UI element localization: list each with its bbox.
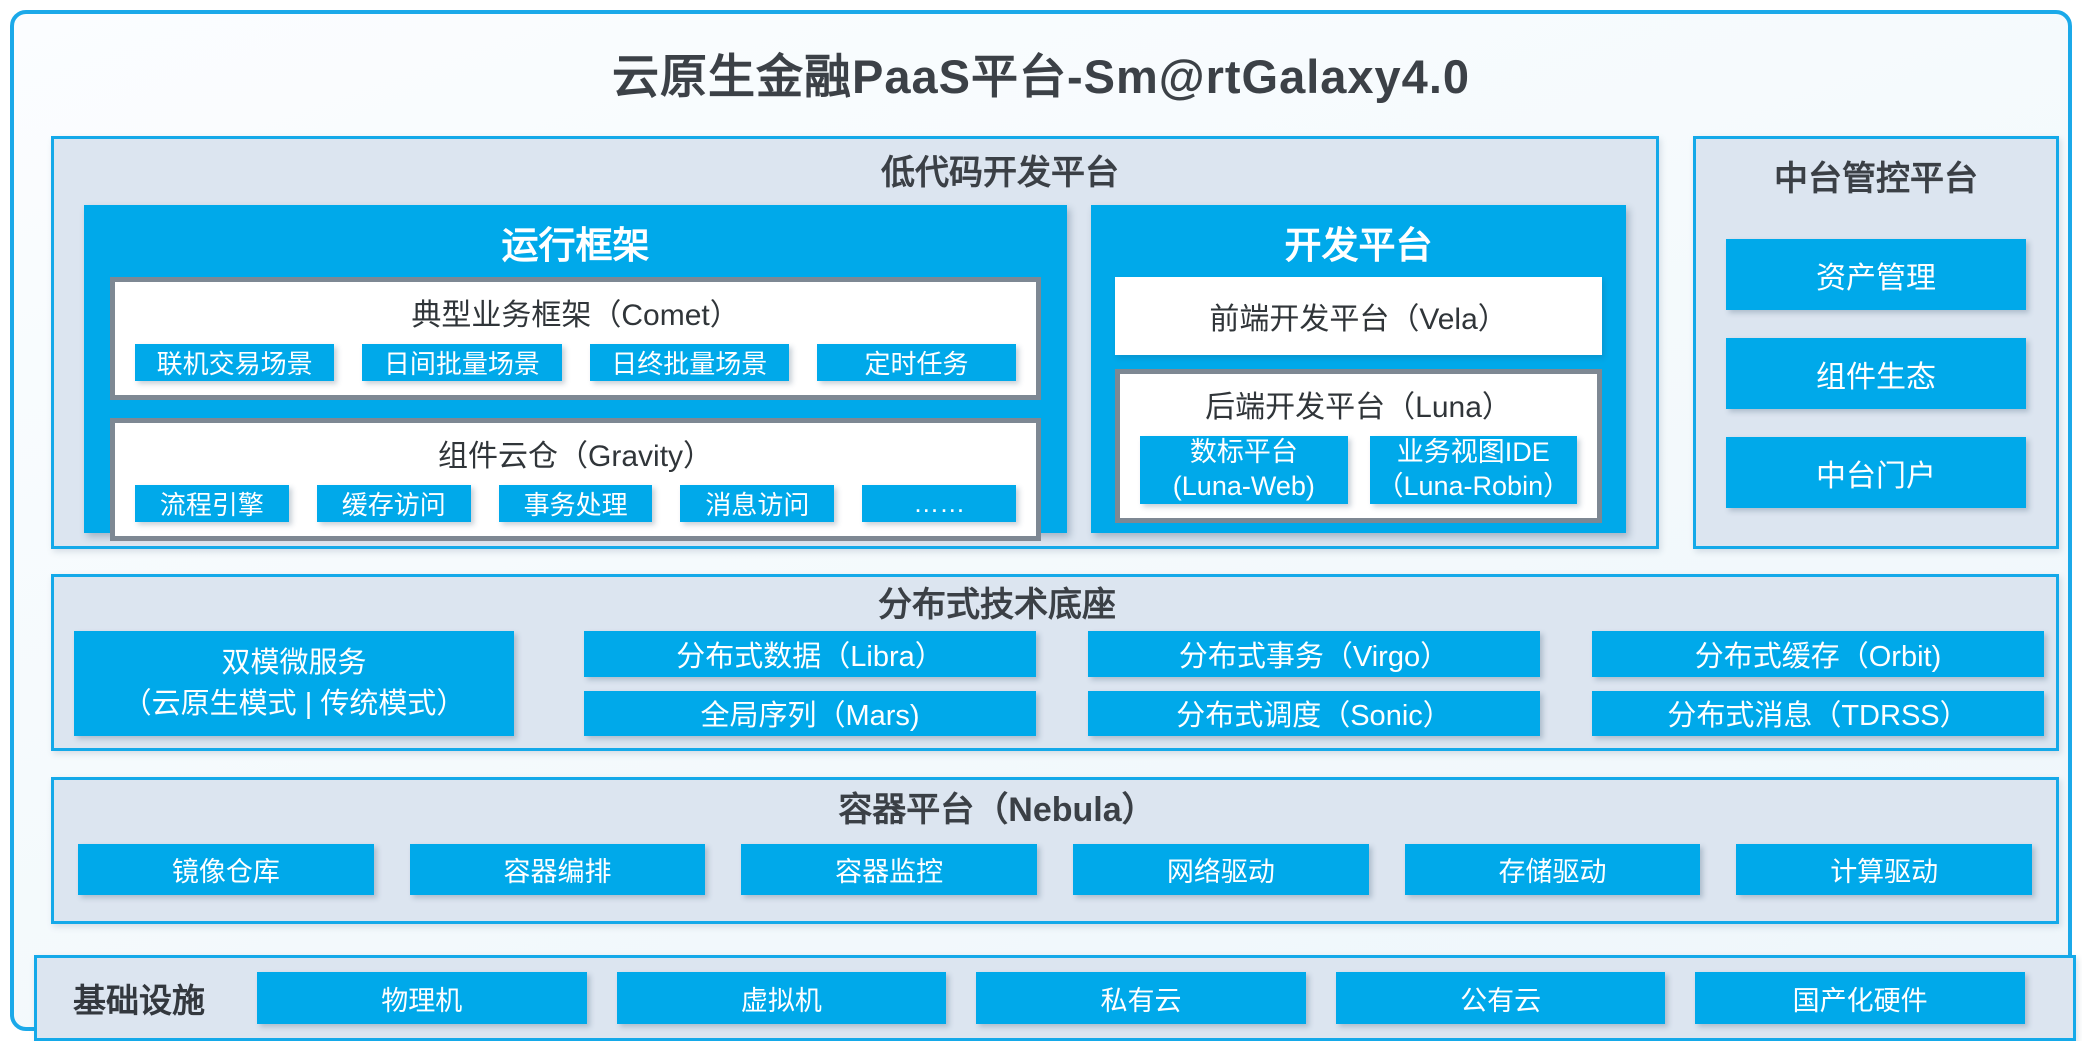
block-public-cloud: 公有云 [1335,972,1666,1024]
lowcode-platform-panel: 低代码开发平台 运行框架 典型业务框架（Comet） 联机交易场景 日间批量场景… [51,136,1659,549]
luna-web-line2: (Luna-Web) [1172,470,1315,501]
block-luna-robin: 业务视图IDE （Luna-Robin） [1369,436,1578,504]
distributed-base-title: 分布式技术底座 [878,586,1116,624]
distributed-column-2: 分布式事务（Virgo） 分布式调度（Sonic） [1088,631,1540,736]
dual-mode-line1: 双模微服务 [221,646,367,679]
block-storage-driver: 存储驱动 [1404,844,1701,895]
comet-items-row: 联机交易场景 日间批量场景 日终批量场景 定时任务 [135,344,1017,381]
outer-frame: 云原生金融PaaS平台-Sm@rtGalaxy4.0 低代码开发平台 运行框架 … [10,10,2076,1041]
block-domestic-hardware: 国产化硬件 [1695,972,2025,1024]
runtime-framework-box: 运行框架 典型业务框架（Comet） 联机交易场景 日间批量场景 日终批量场景 … [84,205,1068,541]
block-distributed-transaction-virgo: 分布式事务（Virgo） [1088,631,1540,677]
lowcode-body: 运行框架 典型业务框架（Comet） 联机交易场景 日间批量场景 日终批量场景 … [84,205,1626,541]
luna-backend-title: 后端开发平台（Luna） [1205,391,1512,424]
gravity-repo-title: 组件云仓（Gravity） [438,440,714,473]
vela-frontend-box: 前端开发平台（Vela） [1115,277,1602,355]
block-global-sequence-mars: 全局序列（Mars) [584,690,1036,736]
luna-robin-line2: （Luna-Robin） [1376,470,1571,501]
block-transaction-processing: 事务处理 [498,485,653,522]
dev-platform-title: 开发平台 [1284,225,1433,266]
block-network-driver: 网络驱动 [1073,844,1369,895]
gravity-repo-box: 组件云仓（Gravity） 流程引擎 缓存访问 事务处理 消息访问 …… [110,418,1042,541]
block-midplatform-portal: 中台门户 [1726,437,2026,508]
luna-backend-box: 后端开发平台（Luna） 数标平台 (Luna-Web) 业务视图IDE （Lu… [1115,369,1602,523]
block-eod-batch: 日终批量场景 [589,344,789,381]
comet-framework-box: 典型业务框架（Comet） 联机交易场景 日间批量场景 日终批量场景 定时任务 [110,277,1042,400]
midplatform-panel: 中台管控平台 资产管理 组件生态 中台门户 [1693,136,2059,549]
gravity-items-row: 流程引擎 缓存访问 事务处理 消息访问 …… [135,485,1017,522]
block-component-ecosystem: 组件生态 [1726,338,2026,409]
block-cache-access: 缓存访问 [316,485,471,522]
block-message-access: 消息访问 [680,485,835,522]
block-luna-web: 数标平台 (Luna-Web) [1140,436,1348,504]
luna-items-row: 数标平台 (Luna-Web) 业务视图IDE （Luna-Robin） [1140,436,1578,504]
midplatform-items: 资产管理 组件生态 中台门户 [1726,239,2026,508]
distributed-base-panel: 分布式技术底座 双模微服务 （云原生模式 | 传统模式） 分布式数据（Libra… [51,574,2059,751]
infrastructure-items: 物理机 虚拟机 私有云 公有云 国产化硬件 [257,972,2025,1024]
block-distributed-data-libra: 分布式数据（Libra） [584,631,1036,677]
block-physical-machine: 物理机 [257,972,587,1024]
lowcode-platform-title: 低代码开发平台 [881,154,1119,192]
block-scheduled-task: 定时任务 [816,344,1017,381]
page-title: 云原生金融PaaS平台-Sm@rtGalaxy4.0 [611,50,1471,103]
block-container-monitoring: 容器监控 [741,844,1038,895]
container-platform-title: 容器平台（Nebula） [838,791,1156,829]
dev-platform-box: 开发平台 前端开发平台（Vela） 后端开发平台（Luna） 数标平台 (Lun… [1091,205,1626,533]
luna-robin-line1: 业务视图IDE [1396,437,1550,467]
block-online-transaction: 联机交易场景 [135,344,335,381]
block-container-orchestration: 容器编排 [409,844,706,895]
block-process-engine: 流程引擎 [135,485,289,522]
block-virtual-machine: 虚拟机 [616,972,947,1024]
block-distributed-message-tdrss: 分布式消息（TDRSS） [1592,690,2044,736]
distributed-column-1: 分布式数据（Libra） 全局序列（Mars) [584,631,1036,736]
block-compute-driver: 计算驱动 [1736,844,2033,895]
block-intraday-batch: 日间批量场景 [362,344,562,381]
infrastructure-panel: 基础设施 物理机 虚拟机 私有云 公有云 国产化硬件 [34,955,2076,1041]
block-ellipsis: …… [862,485,1017,522]
block-distributed-scheduling-sonic: 分布式调度（Sonic） [1088,690,1540,736]
container-platform-panel: 容器平台（Nebula） 镜像仓库 容器编排 容器监控 网络驱动 存储驱动 计算… [51,777,2059,924]
comet-framework-title: 典型业务框架（Comet） [411,299,740,332]
dual-mode-line2: （云原生模式 | 传统模式） [122,687,466,720]
block-image-registry: 镜像仓库 [78,844,374,895]
distributed-column-3: 分布式缓存（Orbit) 分布式消息（TDRSS） [1592,631,2044,736]
infrastructure-title: 基础设施 [73,982,205,1019]
block-dual-mode-microservice: 双模微服务 （云原生模式 | 传统模式） [74,631,514,736]
distributed-body: 双模微服务 （云原生模式 | 传统模式） 分布式数据（Libra） 全局序列（M… [74,631,2044,736]
midplatform-title: 中台管控平台 [1774,160,1978,198]
block-distributed-cache-orbit: 分布式缓存（Orbit) [1592,631,2044,677]
block-private-cloud: 私有云 [976,972,1306,1024]
container-platform-items: 镜像仓库 容器编排 容器监控 网络驱动 存储驱动 计算驱动 [78,844,2033,895]
block-asset-management: 资产管理 [1726,239,2026,310]
runtime-framework-title: 运行框架 [501,225,650,266]
luna-web-line1: 数标平台 [1189,437,1298,467]
